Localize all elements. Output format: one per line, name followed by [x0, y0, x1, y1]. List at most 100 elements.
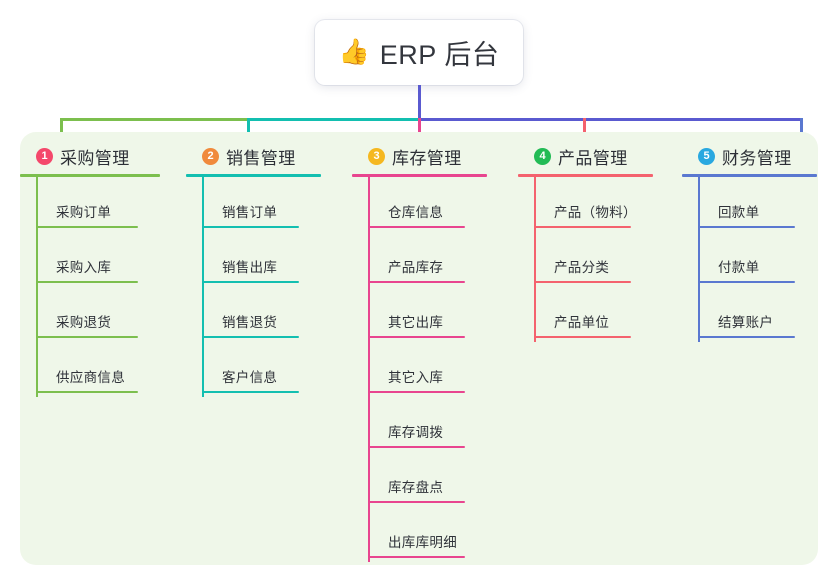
- thumbs-up-icon: 👍: [338, 38, 370, 66]
- branch-item-list: 产品（物料） 产品分类产品单位: [518, 177, 653, 342]
- branch-item-rule: [368, 336, 465, 338]
- branch-item[interactable]: 产品库存: [352, 232, 487, 287]
- branch-header-5[interactable]: 5 财务管理: [682, 144, 817, 168]
- branch-item[interactable]: 仓库信息: [352, 177, 487, 232]
- branch-column-5: 5 财务管理回款单付款单结算账户: [682, 144, 817, 342]
- branch-header-rule: [682, 174, 817, 177]
- branch-item-rule: [534, 336, 631, 338]
- branch-header-3[interactable]: 3 库存管理: [352, 144, 487, 168]
- branch-item-label: 销售退货: [222, 315, 278, 330]
- branch-item-label: 销售订单: [222, 205, 278, 220]
- branch-title: 库存管理: [392, 148, 462, 168]
- branch-header-rule: [20, 174, 160, 177]
- branch-item-label: 库存盘点: [388, 480, 444, 495]
- trunk-segment-4: [583, 118, 803, 121]
- branch-item[interactable]: 出库库明细: [352, 507, 487, 562]
- branch-item-rule: [534, 226, 631, 228]
- branch-header-2[interactable]: 2 销售管理: [186, 144, 321, 168]
- branch-item-rule: [368, 226, 465, 228]
- branch-header-rule: [518, 174, 653, 177]
- branch-spine: [36, 177, 38, 397]
- branch-item[interactable]: 库存调拨: [352, 397, 487, 452]
- root-node-content: 👍 ERP 后台: [339, 33, 500, 72]
- branch-number-badge: 2: [202, 147, 219, 165]
- branch-item-rule: [202, 281, 299, 283]
- branch-item[interactable]: 客户信息: [186, 342, 321, 397]
- branch-item-rule: [36, 391, 138, 393]
- branch-item-rule: [202, 391, 299, 393]
- branch-item-rule: [698, 336, 795, 338]
- branch-item[interactable]: 其它入库: [352, 342, 487, 397]
- root-node[interactable]: 👍 ERP 后台: [315, 20, 523, 85]
- branch-item-list: 采购订单采购入库采购退货供应商信息: [20, 177, 160, 397]
- branch-item-label: 仓库信息: [388, 205, 444, 220]
- branch-item[interactable]: 采购入库: [20, 232, 160, 287]
- branch-item-label: 产品分类: [554, 260, 610, 275]
- branch-column-3: 3 库存管理仓库信息产品库存其它出库其它入库库存调拨库存盘点出库库明细: [352, 144, 487, 562]
- branch-item-label: 其它出库: [388, 315, 444, 330]
- branch-item[interactable]: 回款单: [682, 177, 817, 232]
- branch-item[interactable]: 销售退货: [186, 287, 321, 342]
- branch-item-label: 库存调拨: [388, 425, 444, 440]
- branch-item[interactable]: 付款单: [682, 232, 817, 287]
- branch-title: 产品管理: [558, 148, 628, 168]
- root-node-title: ERP 后台: [379, 40, 500, 70]
- branches-panel: [20, 132, 818, 565]
- branch-item-label: 结算账户: [718, 315, 774, 330]
- branch-column-4: 4 产品管理产品（物料） 产品分类产品单位: [518, 144, 653, 342]
- branch-item-rule: [36, 336, 138, 338]
- branch-item[interactable]: 采购退货: [20, 287, 160, 342]
- branch-item-list: 回款单付款单结算账户: [682, 177, 817, 342]
- branch-item-rule: [368, 281, 465, 283]
- branch-number-badge: 1: [36, 147, 53, 165]
- branch-header-4[interactable]: 4 产品管理: [518, 144, 653, 168]
- branch-item-label: 客户信息: [222, 370, 278, 385]
- trunk-segment-1: [60, 118, 250, 121]
- branch-item-label: 产品（物料）: [554, 205, 637, 220]
- branch-item[interactable]: 其它出库: [352, 287, 487, 342]
- trunk-segment-2: [247, 118, 421, 121]
- branch-number-badge: 5: [698, 147, 715, 165]
- branch-item-label: 销售出库: [222, 260, 278, 275]
- branch-item-rule: [534, 281, 631, 283]
- branch-item[interactable]: 供应商信息: [20, 342, 160, 397]
- branch-item-rule: [36, 226, 138, 228]
- branch-item-rule: [202, 336, 299, 338]
- branch-item[interactable]: 库存盘点: [352, 452, 487, 507]
- branch-spine: [368, 177, 370, 562]
- branch-item-label: 供应商信息: [56, 370, 125, 385]
- branch-item[interactable]: 产品分类: [518, 232, 653, 287]
- branch-item-list: 仓库信息产品库存其它出库其它入库库存调拨库存盘点出库库明细: [352, 177, 487, 562]
- branch-item[interactable]: 产品单位: [518, 287, 653, 342]
- branch-item-rule: [698, 226, 795, 228]
- branch-item-label: 产品单位: [554, 315, 610, 330]
- branch-item-rule: [368, 556, 465, 558]
- branch-title: 财务管理: [722, 148, 792, 168]
- branch-item-label: 采购订单: [56, 205, 112, 220]
- branch-number-badge: 4: [534, 147, 551, 165]
- branch-item-rule: [202, 226, 299, 228]
- root-stem-line: [418, 85, 421, 121]
- branch-item-rule: [368, 391, 465, 393]
- branch-item-label: 出库库明细: [388, 535, 457, 550]
- branch-item-rule: [36, 281, 138, 283]
- branch-item-label: 回款单: [718, 205, 760, 220]
- branch-item-label: 其它入库: [388, 370, 444, 385]
- branch-item-label: 采购退货: [56, 315, 112, 330]
- branch-spine: [534, 177, 536, 342]
- branch-title: 销售管理: [226, 148, 296, 168]
- branch-item[interactable]: 销售出库: [186, 232, 321, 287]
- branch-number-badge: 3: [368, 147, 385, 165]
- branch-item-rule: [368, 501, 465, 503]
- branch-header-rule: [352, 174, 487, 177]
- branch-item[interactable]: 销售订单: [186, 177, 321, 232]
- branch-item-label: 采购入库: [56, 260, 112, 275]
- branch-spine: [202, 177, 204, 397]
- branch-spine: [698, 177, 700, 342]
- branch-item[interactable]: 采购订单: [20, 177, 160, 232]
- branch-item[interactable]: 结算账户: [682, 287, 817, 342]
- branch-item[interactable]: 产品（物料）: [518, 177, 653, 232]
